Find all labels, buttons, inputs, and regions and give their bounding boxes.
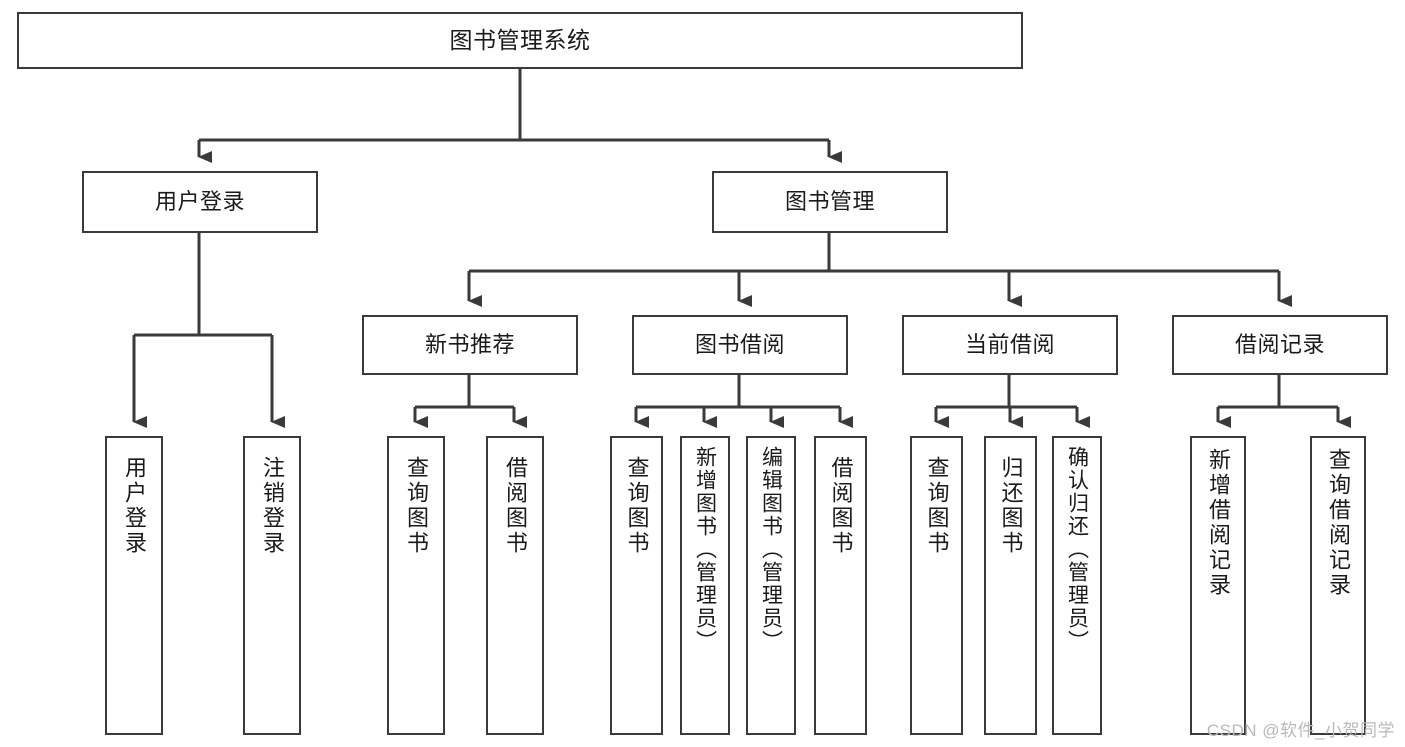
node-leaf-user-login[interactable]: 用户登录 [105,436,163,735]
csdn-watermark: CSDN @软件_小贺同学 [1206,721,1395,740]
node-borrow-record-label: 借阅记录 [1234,332,1325,358]
node-leaf-query-borrow-record[interactable]: 查询借阅记录 [1310,436,1366,735]
node-leaf-logout[interactable]: 注销登录 [243,436,301,735]
node-leaf-query-book-2-label: 查询图书 [624,456,650,556]
node-leaf-return-book[interactable]: 归还图书 [984,436,1037,735]
node-book-borrow[interactable]: 图书借阅 [632,315,848,375]
node-leaf-return-book-label: 归还图书 [998,456,1024,556]
node-leaf-query-book-3[interactable]: 查询图书 [910,436,963,735]
node-leaf-add-book-admin[interactable]: 新增图书（管理员） [680,436,730,735]
node-leaf-borrow-book-1-label: 借阅图书 [503,456,528,556]
node-leaf-query-book-3-label: 查询图书 [924,456,950,556]
node-leaf-query-book-2[interactable]: 查询图书 [610,436,663,735]
node-leaf-confirm-return-admin-label: 确认归还（管理员） [1065,446,1089,653]
node-borrow-record[interactable]: 借阅记录 [1172,315,1388,375]
node-leaf-add-book-admin-label: 新增图书（管理员） [693,446,717,653]
node-user-login[interactable]: 用户登录 [82,171,318,233]
node-root-label: 图书管理系统 [449,27,591,54]
node-leaf-borrow-book-2-label: 借阅图书 [828,456,854,556]
node-leaf-query-book-1-label: 查询图书 [404,456,429,556]
node-root[interactable]: 图书管理系统 [17,12,1023,69]
node-leaf-user-login-label: 用户登录 [122,456,147,556]
node-book-manage-label: 图书管理 [784,189,875,215]
node-leaf-borrow-book-2[interactable]: 借阅图书 [814,436,867,735]
node-leaf-add-borrow-record-label: 新增借阅记录 [1206,448,1231,598]
node-current-borrow[interactable]: 当前借阅 [902,315,1118,375]
node-leaf-logout-label: 注销登录 [260,456,285,556]
node-leaf-add-borrow-record[interactable]: 新增借阅记录 [1190,436,1246,735]
node-leaf-query-borrow-record-label: 查询借阅记录 [1326,448,1351,598]
node-leaf-edit-book-admin[interactable]: 编辑图书（管理员） [746,436,796,735]
node-user-login-label: 用户登录 [154,189,245,215]
node-leaf-borrow-book-1[interactable]: 借阅图书 [486,436,544,735]
node-leaf-edit-book-admin-label: 编辑图书（管理员） [759,446,783,653]
node-book-borrow-label: 图书借阅 [694,332,785,358]
node-new-book-recommend-label: 新书推荐 [424,332,515,358]
node-leaf-confirm-return-admin[interactable]: 确认归还（管理员） [1052,436,1102,735]
node-book-manage[interactable]: 图书管理 [712,171,948,233]
node-leaf-query-book-1[interactable]: 查询图书 [387,436,445,735]
node-new-book-recommend[interactable]: 新书推荐 [362,315,578,375]
node-current-borrow-label: 当前借阅 [964,332,1055,358]
